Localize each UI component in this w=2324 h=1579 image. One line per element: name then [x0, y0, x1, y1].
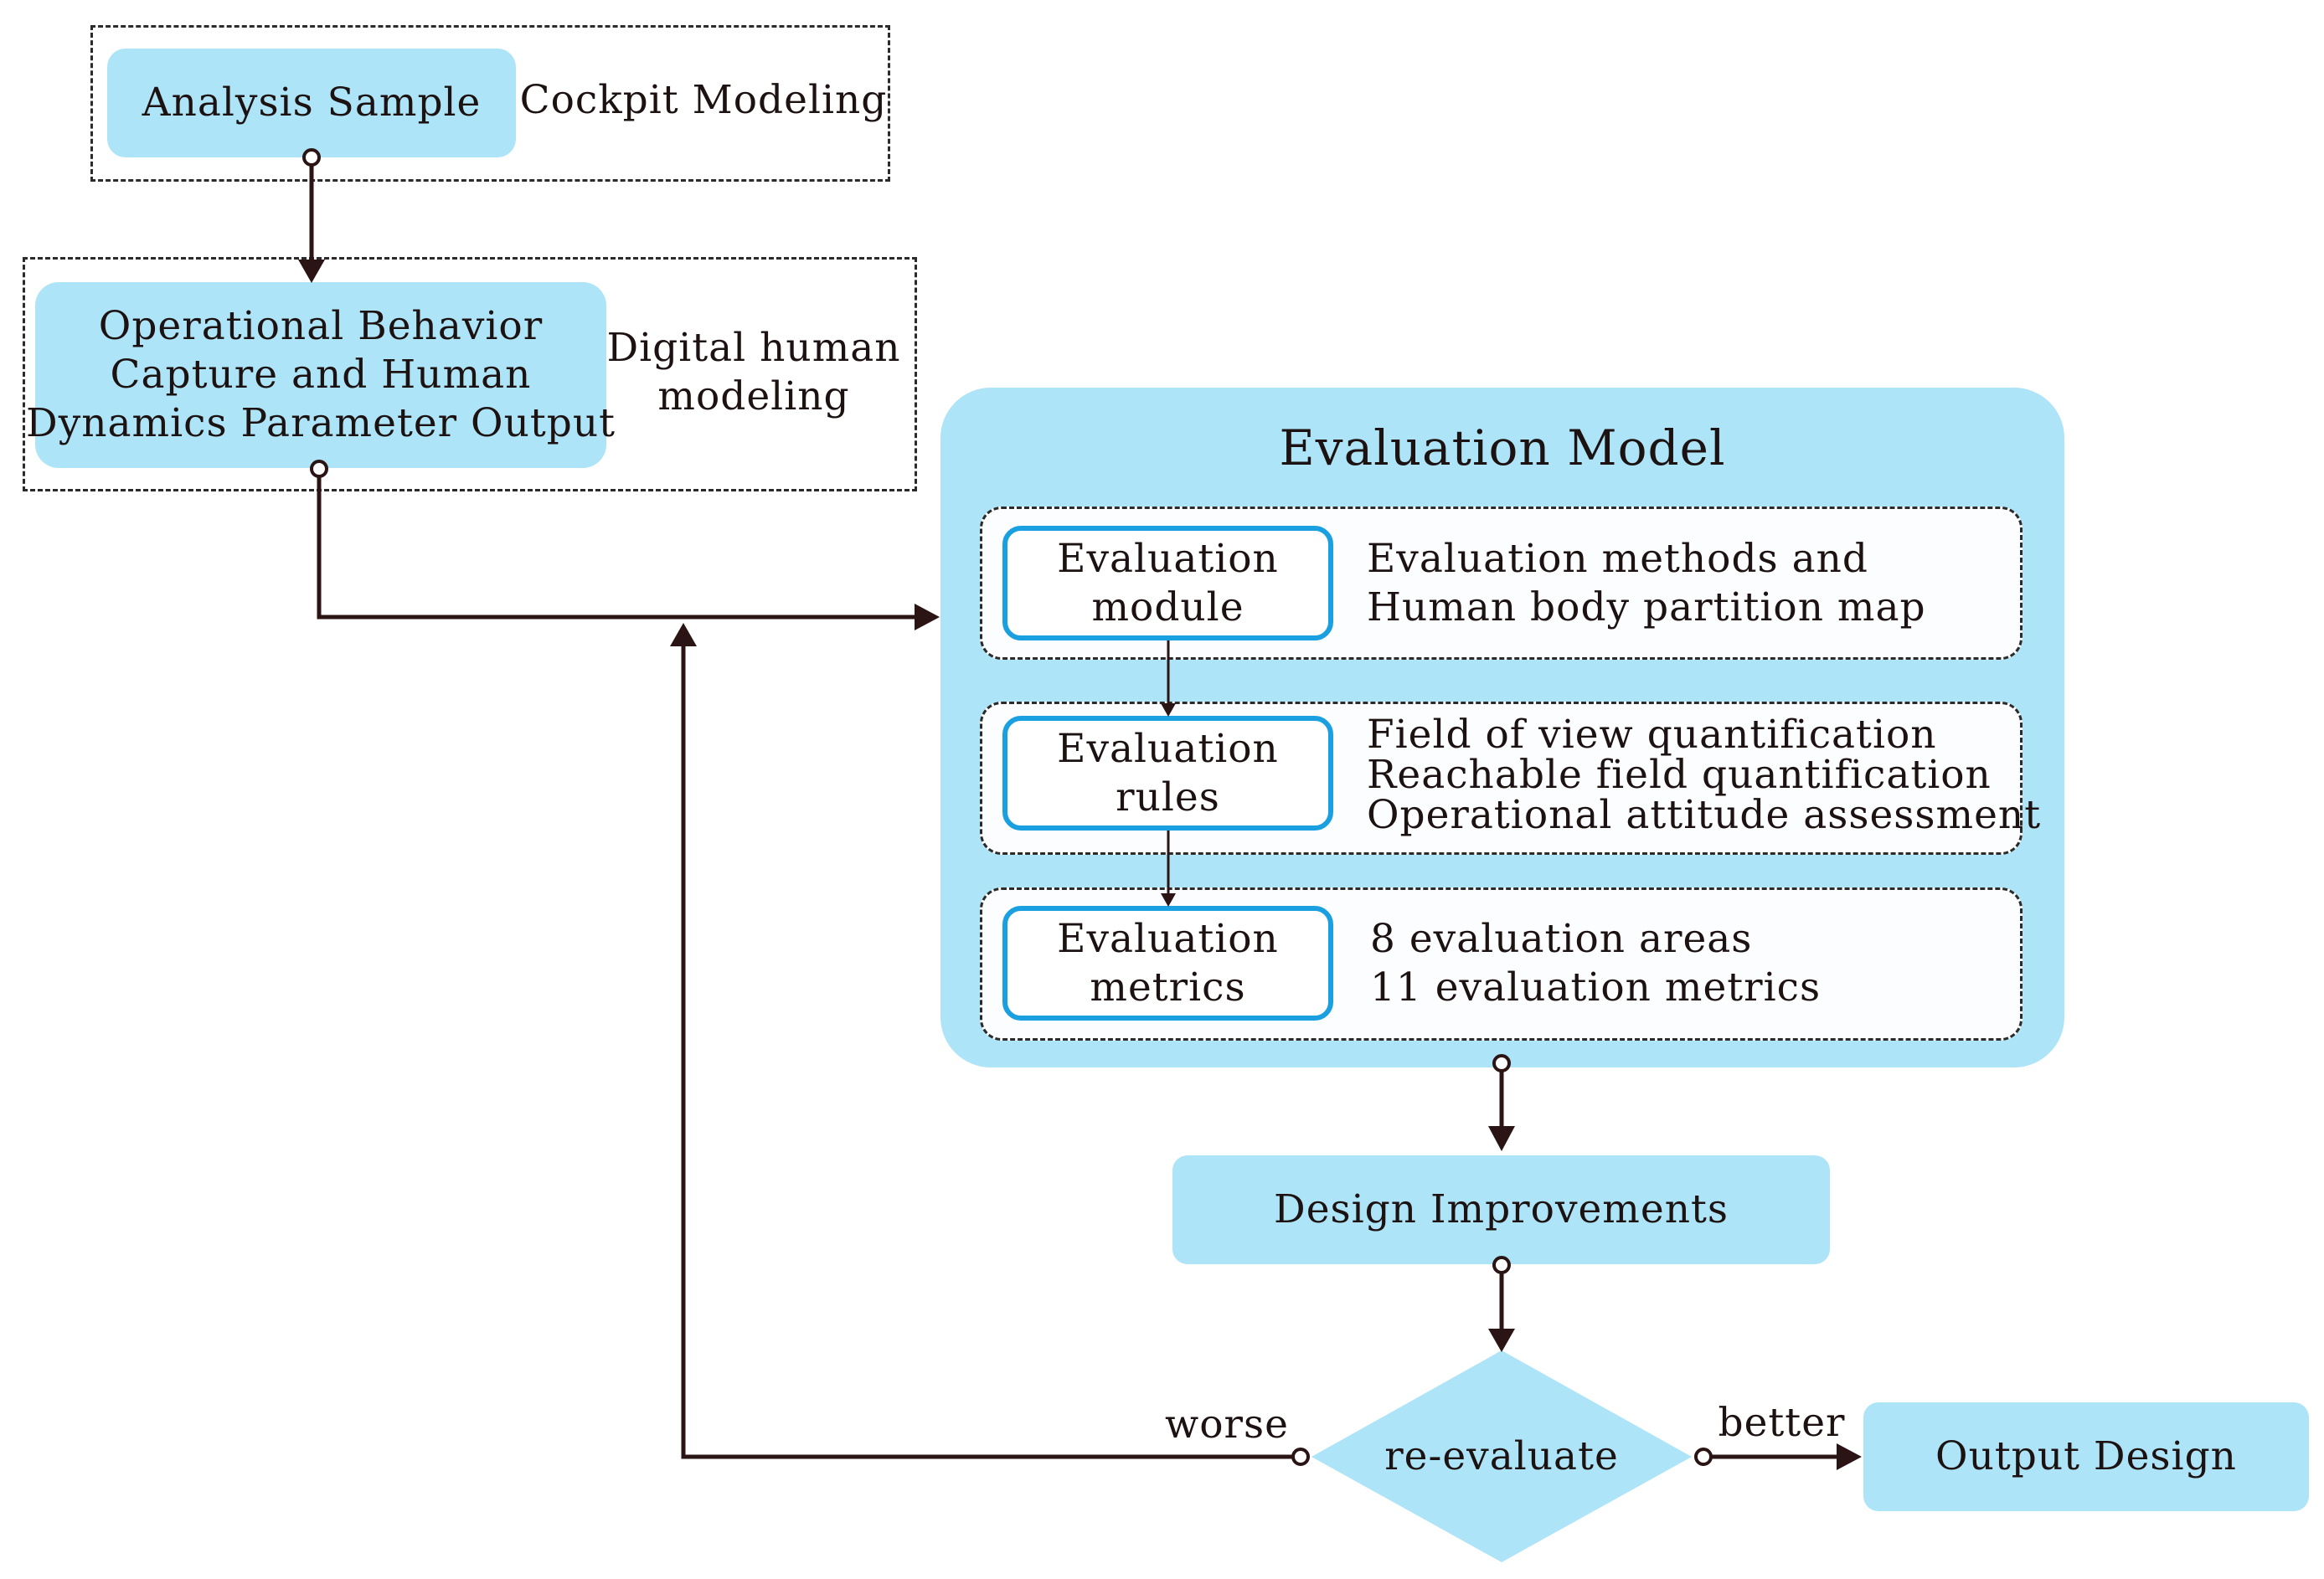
rules-desc-line: Operational attitude assessment: [1367, 791, 2042, 838]
metrics-desc-line: 8 evaluation areas: [1370, 915, 1753, 962]
behavior-capture-line1: Operational Behavior: [98, 303, 544, 349]
digital-human-label: Digital human modeling: [606, 318, 899, 427]
evaluation-module-line1: Evaluation: [1057, 535, 1279, 582]
evaluation-metrics-line1: Evaluation: [1057, 915, 1279, 962]
arrowhead: [670, 623, 697, 646]
better-label: better: [1708, 1396, 1855, 1450]
evaluation-rules-line1: Evaluation: [1057, 725, 1279, 772]
behavior-capture-line3: Dynamics Parameter Output: [26, 400, 616, 446]
evaluation-model-title: Evaluation Model: [940, 414, 2064, 481]
arrowhead: [1488, 1329, 1515, 1352]
re-evaluate-diamond: [1311, 1350, 1692, 1562]
rules-desc-line: Field of view quantification: [1367, 711, 1937, 758]
arrowhead: [1488, 1126, 1515, 1151]
output-design-label: Output Design: [1935, 1433, 2237, 1479]
design-improvements-label: Design Improvements: [1274, 1186, 1729, 1232]
module-desc-line: Human body partition map: [1367, 584, 1926, 630]
arrowhead: [1837, 1443, 1862, 1470]
module-description: Evaluation methods and Human body partit…: [1367, 526, 2003, 640]
worse-text: worse: [1165, 1402, 1289, 1448]
design-improvements-box: Design Improvements: [1172, 1155, 1830, 1264]
connector-start-dot: [1694, 1448, 1713, 1466]
rules-description: Field of view quantification Reachable f…: [1367, 710, 2042, 840]
connector-start-dot: [302, 148, 321, 167]
arrowhead: [1161, 893, 1176, 907]
digital-human-group: [23, 257, 917, 491]
evaluation-model-title-text: Evaluation Model: [1279, 419, 1726, 476]
evaluation-rules-line2: rules: [1116, 774, 1220, 820]
cockpit-modeling-group: [90, 25, 890, 182]
re-evaluate-label: re-evaluate: [1340, 1427, 1663, 1486]
output-design-box: Output Design: [1863, 1402, 2309, 1511]
metrics-description: 8 evaluation areas 11 evaluation metrics: [1370, 906, 2007, 1021]
worse-label: worse: [1156, 1398, 1298, 1452]
connector-start-dot: [1492, 1054, 1511, 1072]
better-text: better: [1718, 1400, 1846, 1446]
connector-start-dot: [310, 460, 328, 478]
analysis-sample-label: Analysis Sample: [142, 80, 482, 126]
digital-human-line1: Digital human: [606, 325, 901, 371]
analysis-sample-box: Analysis Sample: [107, 49, 516, 157]
behavior-capture-box: Operational Behavior Capture and Human D…: [26, 282, 615, 468]
arrowhead: [1161, 703, 1176, 717]
connector-worse-loop: [681, 643, 1294, 1459]
rules-desc-line: Reachable field quantification: [1367, 751, 1992, 798]
evaluation-module-line2: module: [1091, 584, 1244, 630]
evaluation-rules-box: Evaluation rules: [1002, 716, 1333, 831]
metrics-desc-line: 11 evaluation metrics: [1370, 964, 1822, 1011]
connector-start-dot: [1291, 1448, 1310, 1466]
arrowhead: [915, 604, 940, 630]
behavior-capture-line2: Capture and Human: [110, 352, 532, 398]
connector-start-dot: [1492, 1256, 1511, 1274]
cockpit-modeling-text: Cockpit Modeling: [519, 77, 888, 123]
arrowhead: [298, 260, 325, 283]
cockpit-modeling-label: Cockpit Modeling: [520, 71, 887, 130]
module-desc-line: Evaluation methods and: [1367, 535, 1868, 582]
digital-human-line2: modeling: [657, 373, 850, 419]
re-evaluate-text: re-evaluate: [1384, 1433, 1619, 1479]
evaluation-metrics-line2: metrics: [1090, 964, 1246, 1011]
evaluation-module-box: Evaluation module: [1002, 526, 1333, 640]
evaluation-metrics-box: Evaluation metrics: [1002, 906, 1333, 1021]
connector-capture-to-model: [317, 476, 921, 620]
